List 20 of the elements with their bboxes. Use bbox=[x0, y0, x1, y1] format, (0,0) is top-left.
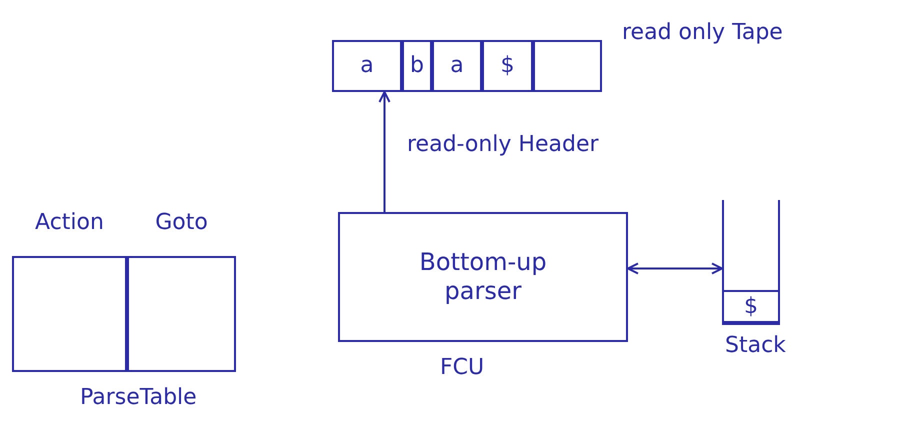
node-label: b bbox=[409, 52, 425, 80]
stack-box bbox=[722, 200, 780, 325]
arrow bbox=[627, 262, 723, 274]
node-label: $ bbox=[743, 293, 759, 320]
node-caption: ParseTable bbox=[80, 385, 197, 410]
node-caption: read only Tape bbox=[622, 20, 783, 45]
arrow bbox=[378, 91, 390, 212]
node-label: a bbox=[449, 52, 465, 80]
node-label: a bbox=[359, 52, 375, 80]
node-label: Bottom-up parser bbox=[418, 248, 548, 306]
tape-cell bbox=[402, 40, 432, 92]
process-box bbox=[338, 212, 628, 342]
tape-cell bbox=[482, 40, 533, 92]
tape-cell bbox=[432, 40, 482, 92]
node-label: $ bbox=[500, 52, 516, 80]
node-caption: FCU bbox=[440, 355, 484, 380]
stack-cell bbox=[722, 290, 780, 323]
node-caption: Stack bbox=[725, 333, 786, 358]
column-heading: Action bbox=[34, 210, 105, 236]
column-heading: Goto bbox=[154, 210, 209, 236]
